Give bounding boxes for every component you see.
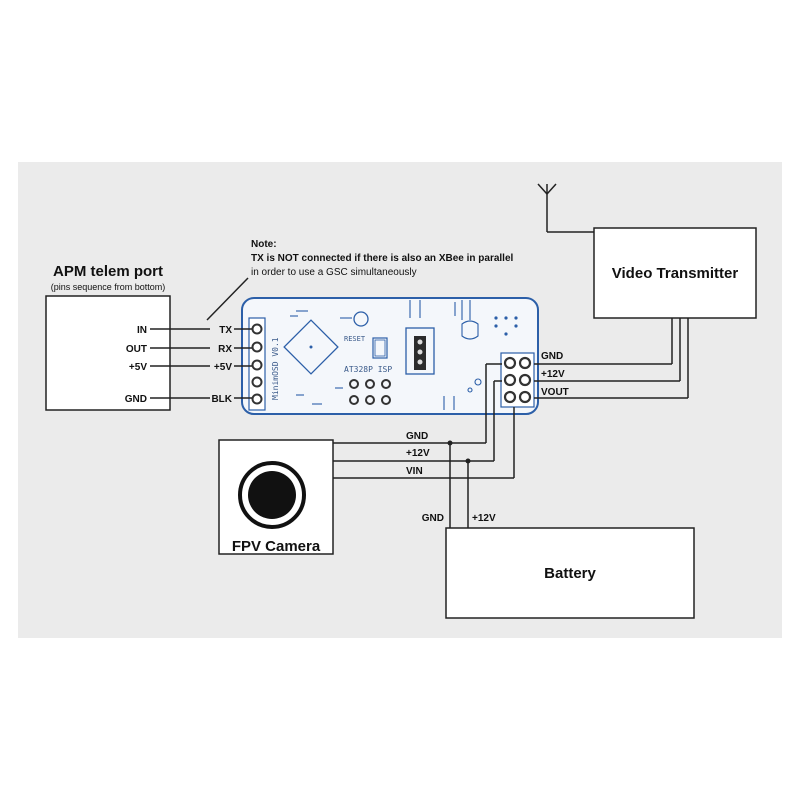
header-pin — [503, 373, 517, 387]
osd-pin-hole — [251, 323, 263, 335]
osd-pin-tx: TX — [219, 325, 232, 336]
fpv-camera-label: FPV Camera — [232, 538, 321, 555]
isp-hole — [381, 379, 391, 389]
camera-wire-vin: VIN — [406, 466, 423, 477]
header-pin — [518, 390, 532, 404]
apm-telem-port: APM telem port (pins sequence from botto… — [45, 263, 171, 411]
osd-chip — [283, 319, 339, 375]
isp-hole — [349, 395, 359, 405]
fpv-camera: FPV Camera GND +12V VIN — [218, 431, 430, 555]
isp-hole — [349, 379, 359, 389]
battery-label: Battery — [544, 565, 596, 582]
camera-wire-gnd: GND — [406, 431, 428, 442]
apm-title: APM telem port — [53, 263, 163, 280]
header-label-12v: +12V — [541, 369, 565, 380]
note-line-1: TX is NOT connected if there is also an … — [251, 253, 514, 264]
osd-reset-label: RESET — [344, 335, 366, 343]
minimosd-board: TX RX +5V BLK MinimOSD V0.1 — [211, 297, 539, 415]
battery: Battery GND +12V — [422, 513, 695, 619]
battery-wire-gnd: GND — [422, 513, 444, 524]
header-pin — [518, 373, 532, 387]
antenna-icon — [537, 183, 594, 233]
header-label-vout: VOUT — [541, 387, 569, 398]
osd-pin-hole — [251, 341, 263, 353]
osd-pin-5v: +5V — [214, 362, 232, 373]
note-heading: Note: — [251, 239, 277, 250]
camera-wire-12v: +12V — [406, 448, 430, 459]
video-transmitter-box — [593, 227, 757, 319]
header-pin — [518, 356, 532, 370]
osd-isp-label: AT328P ISP — [344, 365, 392, 374]
osd-pin-rx: RX — [218, 344, 232, 355]
osd-pin-blk: BLK — [211, 394, 232, 405]
osd-pin-hole — [251, 376, 263, 388]
isp-hole — [381, 395, 391, 405]
vtx-wires — [534, 318, 689, 399]
osd-jumper-block — [405, 327, 435, 375]
pcb-outline — [241, 297, 539, 415]
apm-subtitle: (pins sequence from bottom) — [51, 282, 166, 292]
isp-hole — [365, 395, 375, 405]
header-label-gnd: GND — [541, 351, 563, 362]
note-line-2: in order to use a GSC simultaneously — [251, 267, 417, 278]
header-pin — [503, 356, 517, 370]
junction-dot — [447, 440, 453, 446]
osd-pin-hole — [251, 393, 263, 405]
battery-wire-12v: +12V — [472, 513, 496, 524]
header-pin — [503, 390, 517, 404]
apm-box — [45, 295, 171, 411]
apm-pin-5v: +5V — [129, 362, 147, 373]
video-transmitter: Video Transmitter — [537, 183, 757, 319]
apm-pin-out: OUT — [126, 344, 147, 355]
osd-left-header — [248, 317, 266, 411]
junction-dot — [465, 458, 471, 464]
apm-osd-wires — [150, 277, 249, 399]
osd-board-name: MinimOSD V0.1 — [271, 337, 280, 400]
apm-pin-gnd: GND — [125, 394, 147, 405]
isp-hole — [365, 379, 375, 389]
reset-button — [353, 311, 369, 327]
osd-pin-hole — [251, 359, 263, 371]
note: Note: TX is NOT connected if there is al… — [251, 239, 514, 278]
battery-box — [445, 527, 695, 619]
video-transmitter-label: Video Transmitter — [612, 265, 739, 282]
osd-right-header — [500, 352, 535, 408]
apm-pin-in: IN — [137, 325, 147, 336]
